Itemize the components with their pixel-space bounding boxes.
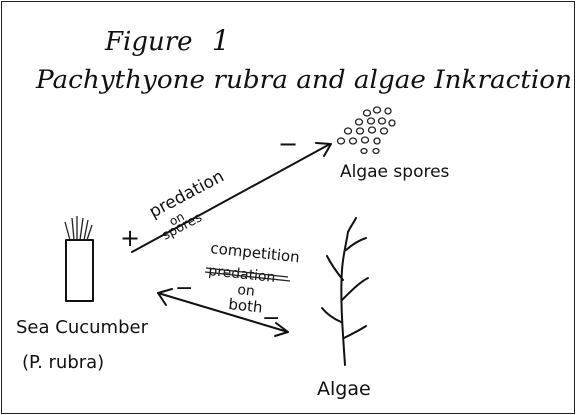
sea-cucumber-label: Sea Cucumber xyxy=(16,317,149,338)
competition-label: competition xyxy=(210,239,301,266)
figure-label: Figure xyxy=(104,27,193,57)
predation-plus-sign: + xyxy=(120,224,140,252)
algae-spores-label: Algae spores xyxy=(340,162,450,182)
predation-minus-sign: − xyxy=(278,130,298,158)
algae-label: Algae xyxy=(317,378,371,400)
figure-title: Pachythyone rubra and algae Inkraction xyxy=(35,65,572,94)
competition-both-label: both xyxy=(228,295,264,316)
sea-cucumber-icon xyxy=(64,216,94,302)
sea-cucumber-species: (P. rubra) xyxy=(22,352,104,373)
predation-arrow xyxy=(131,142,332,253)
predation-label: predation xyxy=(146,166,227,222)
predation-on-label: on xyxy=(167,209,187,228)
competition-double-arrow xyxy=(157,288,289,337)
algae-plant-icon xyxy=(321,217,369,366)
competition-on-label: on xyxy=(237,282,256,300)
struck-predation-text: predation xyxy=(208,263,277,286)
competition-minus-right: − xyxy=(262,306,280,331)
struck-predation-label: predation xyxy=(204,263,291,286)
figure-number: 1 xyxy=(212,24,230,57)
algae-spores-icon xyxy=(336,106,396,155)
competition-minus-left: − xyxy=(175,276,193,301)
